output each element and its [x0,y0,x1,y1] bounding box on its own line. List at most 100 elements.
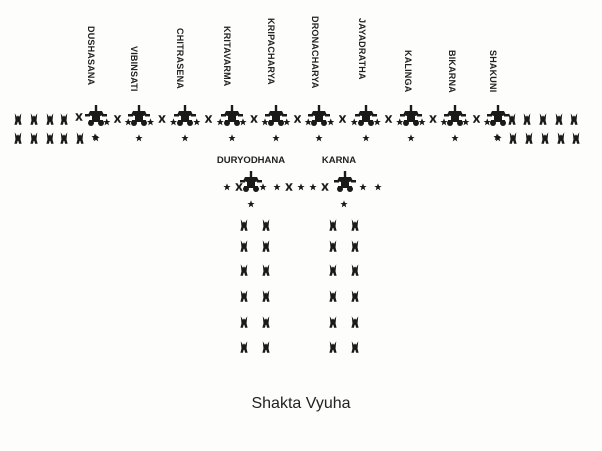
chariot-icon [444,105,466,126]
foot-soldier-icon [273,183,281,191]
horse-icon [113,115,122,123]
elephant-icon [351,316,359,328]
horse-icon [204,115,213,123]
foot-soldier-icon [418,118,426,126]
foot-soldier-icon [315,134,323,142]
elephant-icon [30,113,38,125]
foot-soldier-icon [350,118,358,126]
foot-soldier-icon [359,183,367,191]
elephant-icon [539,113,547,125]
elephant-icon [351,240,359,252]
foot-soldier-icon [407,134,415,142]
elephant-icon [508,113,516,125]
elephant-icon [60,132,68,144]
elephant-icon [351,341,359,353]
elephant-icon [240,290,248,302]
horse-icon [321,183,329,191]
elephant-icon [541,132,549,144]
foot-soldier-icon [451,134,459,142]
elephant-icon [557,132,565,144]
chariot-icon [174,105,196,126]
horse-icon [285,183,293,191]
commander-label-bikarna: BIKARNA [447,50,457,93]
chariot-icon [487,105,509,126]
elephant-icon [240,219,248,231]
elephant-icon [30,132,38,144]
elephant-icon [329,240,337,252]
horse-icon [158,115,166,123]
commander-label-jayadratha: JAYADRATHA [357,18,367,80]
chariot-icon [85,105,107,126]
foot-soldier-icon [373,118,381,126]
commander-label-kritavarma: KRITAVARMA [222,26,232,87]
chariot-icon [400,105,422,126]
elephant-icon [570,113,578,125]
chariot-icon [128,105,150,126]
chariot-icon [221,105,243,126]
commander-label-duryodhana: DURYODHANA [217,155,285,166]
elephant-icon [329,264,337,276]
elephant-icon [329,219,337,231]
horse-icon [250,115,258,123]
front-line [14,105,580,144]
foot-soldier-icon [216,118,224,126]
elephant-icon [14,132,22,144]
foot-soldier-icon [135,134,143,142]
commander-label-kripacharya: KRIPACHARYA [266,18,276,85]
foot-soldier-icon [259,183,267,191]
commander-label-kalinga: KALINGA [403,50,413,93]
horse-icon [472,115,481,123]
commander-label-karna: KARNA [322,155,356,166]
foot-soldier-icon [103,118,111,126]
elephant-icon [240,264,248,276]
elephant-icon [262,341,270,353]
elephant-icon [240,341,248,353]
elephant-icon [509,132,517,144]
chariot-icon [355,105,377,126]
elephant-icon [262,240,270,252]
foot-soldier-icon [340,200,348,208]
rear-line [223,171,382,208]
foot-soldier-icon [362,134,370,142]
foot-soldier-icon [396,118,404,126]
horse-icon [338,115,347,123]
foot-soldier-icon [261,118,269,126]
commander-label-chitrasena: CHITRASENA [175,28,185,89]
foot-soldier-icon [181,134,189,142]
foot-soldier-icon [483,118,491,126]
foot-soldier-icon [169,118,178,126]
foot-soldier-icon [304,118,312,126]
commander-label-dronacharya: DRONACHARYA [310,16,320,89]
elephant-icon [262,316,270,328]
horse-icon [429,115,437,123]
elephant-icon [60,113,68,125]
foot-soldier-icon [247,200,255,208]
chariot-icon [334,171,356,192]
horse-icon [384,115,393,123]
elephant-icon [351,290,359,302]
elephant-icon [555,113,563,125]
chariot-icon [308,105,330,126]
elephant-icon [46,132,54,144]
foot-soldier-icon [309,183,317,191]
foot-soldier-icon [462,118,470,126]
elephant-icon [329,316,337,328]
elephant-icon [351,264,359,276]
foot-soldier-icon [297,183,305,191]
commander-label-dushasana: DUSHASANA [86,26,96,86]
foot-soldier-icon [239,118,247,126]
elephant-icon [240,240,248,252]
horse-icon [235,183,243,191]
commander-label-shakuni: SHAKUNI [488,50,498,92]
horse-icon [293,115,302,123]
foot-soldier-icon [146,118,155,126]
elephant-icon [351,219,359,231]
elephant-icon [572,132,580,144]
horse-icon [75,113,83,121]
foot-soldier-icon [440,118,448,126]
chariot-icon [240,171,262,192]
diagram-caption: Shakta Vyuha [251,395,351,412]
